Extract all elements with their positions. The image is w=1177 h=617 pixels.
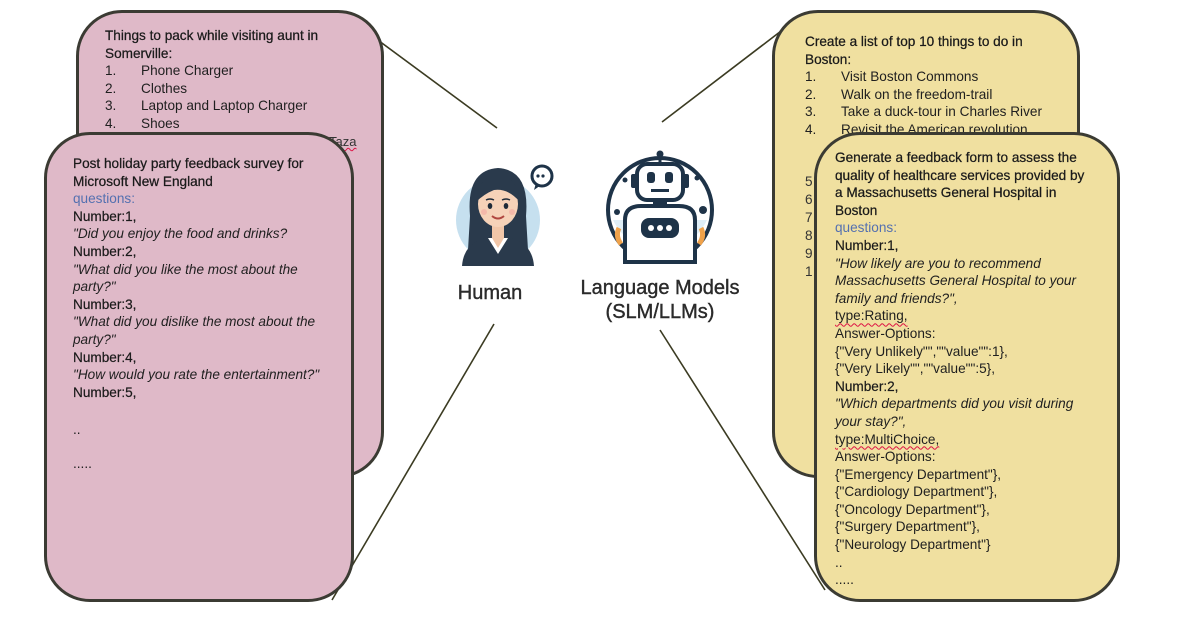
answer-option: {"Very Unlikely"",""value"":1}, — [835, 343, 1008, 359]
list-number: 2. — [105, 80, 117, 96]
ellipsis: ..... — [835, 572, 854, 588]
question-number: Number:3, — [73, 296, 137, 312]
model-label-line2: (SLM/LLMs) — [605, 301, 715, 323]
list-number: 4. — [105, 115, 117, 131]
question-number: Number:1, — [835, 237, 899, 253]
question-text: your stay?", — [835, 413, 907, 429]
answer-option: {"Very Likely"",""value"":5}, — [835, 361, 995, 377]
ellipsis: ..... — [73, 455, 92, 471]
list-number: 3. — [105, 98, 117, 114]
list-number: 7 — [805, 210, 813, 225]
ellipsis: .. — [73, 422, 81, 438]
list-item: 1. Phone Charger — [105, 62, 363, 80]
connector-survey-to-human — [331, 323, 495, 601]
packing-title-line2: Somerville: — [105, 45, 173, 61]
question-text: "What did you like the most about the — [73, 261, 298, 277]
question-number: Number:2, — [835, 378, 899, 394]
list-text: Visit Boston Commons — [841, 69, 979, 85]
answer-options-label: Answer-Options: — [835, 325, 936, 341]
connector-model-to-boston — [661, 27, 786, 123]
list-item: 4. Shoes — [105, 115, 363, 133]
questions-label: questions: — [73, 191, 135, 207]
question-text: party?" — [73, 279, 116, 295]
list-text: Shoes — [141, 115, 180, 131]
model-label: Language Models (SLM/LLMs) — [566, 276, 754, 324]
ellipsis: .. — [835, 554, 843, 570]
question-text: "How would you rate the entertainment?" — [73, 367, 320, 383]
list-text: Walk on the freedom-trail — [841, 86, 993, 102]
list-text: Laptop and Laptop Charger — [141, 98, 308, 114]
question-number: Number:2, — [73, 243, 137, 259]
list-text: Clothes — [141, 80, 188, 96]
list-number: 1. — [105, 63, 117, 79]
packing-list: 1. Phone Charger 2. Clothes 3. Laptop and L… — [105, 62, 363, 132]
question-text: "Which departments did you visit during — [835, 396, 1074, 412]
list-item: 2. Walk on the freedom-trail — [805, 86, 1063, 104]
survey-title-line1: Post holiday party feedback survey for — [73, 156, 304, 171]
boston-title: Create a list of top 10 things to do in … — [805, 33, 1063, 68]
hidden-list-numbers: 5 6 7 8 9 1 — [805, 173, 813, 281]
hospital-title: Generate a feedback form to assess the q… — [835, 149, 1109, 219]
boston-title-line1: Create a list of top 10 things to do in — [805, 34, 1023, 49]
boston-title-line2: Boston: — [805, 51, 852, 67]
list-text: Phone Charger — [141, 63, 234, 79]
list-text: Take a duck-tour in Charles River — [841, 104, 1042, 120]
question-number: Number:5, — [73, 384, 137, 400]
list-number: 5 — [805, 174, 813, 189]
boston-list: 1. Visit Boston Commons 2. Walk on the fre… — [805, 68, 1063, 138]
list-number: 3. — [805, 104, 817, 120]
answer-option: {"Cardiology Department"}, — [835, 484, 998, 500]
packing-title-line1: Things to pack while visiting aunt in — [105, 28, 319, 43]
packing-title: Things to pack while visiting aunt in So… — [105, 27, 363, 62]
answer-options-label: Answer-Options: — [835, 449, 936, 465]
question-text: party?" — [73, 331, 116, 347]
connector-model-to-hospital — [659, 329, 826, 591]
question-text: "How likely are you to recommend — [835, 255, 1041, 271]
list-number: 2. — [805, 86, 817, 102]
survey-title-line2: Microsoft New England — [73, 173, 213, 189]
hospital-feedback-card: Generate a feedback form to assess the q… — [814, 132, 1120, 602]
answer-option: {"Neurology Department"} — [835, 537, 991, 553]
list-number: 6 — [805, 192, 813, 207]
questions-label: questions: — [835, 220, 897, 236]
survey-title: Post holiday party feedback survey for M… — [73, 155, 339, 190]
party-survey-card: Post holiday party feedback survey for M… — [44, 132, 354, 602]
hospital-title-line2: quality of healthcare services provided … — [835, 167, 1085, 183]
answer-option: {"Oncology Department"}, — [835, 501, 990, 517]
question-type: type:Rating, — [835, 308, 908, 324]
woman-avatar-icon — [448, 158, 558, 270]
question-text: family and friends?", — [835, 290, 958, 306]
question-number: Number:1, — [73, 208, 137, 224]
list-number: 1 — [805, 264, 813, 279]
question-text: Massachusetts General Hospital to your — [835, 273, 1077, 289]
robot-icon — [601, 150, 719, 268]
question-text: "What did you dislike the most about the — [73, 314, 316, 330]
list-item: 3. Take a duck-tour in Charles River — [805, 103, 1063, 121]
list-number: 4. — [805, 121, 817, 137]
answer-option: {"Emergency Department"}, — [835, 466, 1002, 482]
question-number: Number:4, — [73, 349, 137, 365]
hospital-title-line3: a Massachusetts General Hospital in — [835, 185, 1057, 201]
list-number: 1. — [805, 69, 817, 85]
question-type: type:MultiChoice, — [835, 431, 940, 447]
question-text: "Did you enjoy the food and drinks? — [73, 226, 288, 242]
list-item: 3. Laptop and Laptop Charger — [105, 97, 363, 115]
model-label-line1: Language Models — [580, 277, 740, 299]
list-number: 9 — [805, 246, 813, 261]
list-item: 1. Visit Boston Commons — [805, 68, 1063, 86]
answer-option: {"Surgery Department"}, — [835, 519, 980, 535]
hospital-title-line4: Boston — [835, 202, 878, 218]
list-item: 2. Clothes — [105, 80, 363, 98]
list-number: 8 — [805, 228, 813, 243]
human-label: Human — [457, 282, 523, 304]
hospital-title-line1: Generate a feedback form to assess the — [835, 150, 1077, 165]
connector-pack-to-human — [374, 37, 498, 129]
